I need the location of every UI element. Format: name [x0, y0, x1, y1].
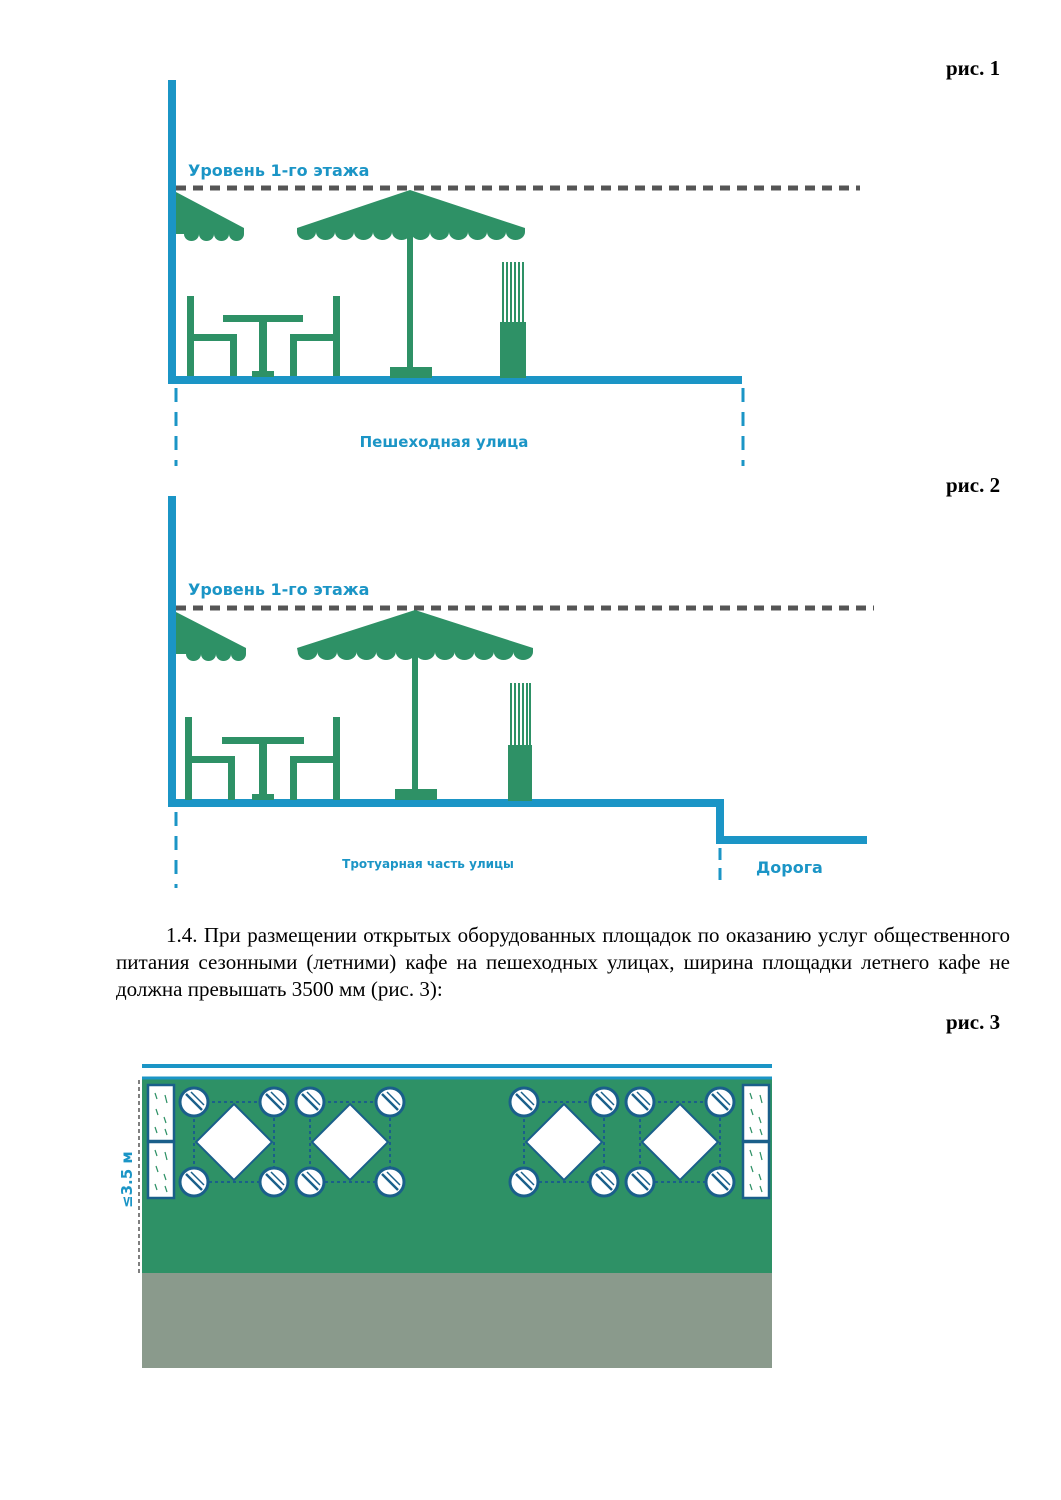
cafe-table-set [626, 1088, 734, 1196]
street-zone [142, 1273, 772, 1368]
sidewalk-label: Тротуарная часть улицы [342, 857, 514, 871]
sidewalk-and-road-line [168, 799, 867, 844]
first-floor-level-label: Уровень 1-го этажа [188, 161, 369, 180]
table-with-chairs [185, 717, 340, 800]
first-floor-level-label: Уровень 1-го этажа [188, 580, 369, 599]
figure-2-diagram: Уровень 1-го этажа Тротуарная часть улиц… [168, 496, 874, 888]
umbrella [297, 610, 533, 800]
plant-box [741, 1140, 771, 1200]
plant-box [146, 1083, 176, 1143]
planter [508, 683, 532, 801]
plant-box [146, 1140, 176, 1200]
figure-3-label: рис. 3 [946, 1010, 1001, 1034]
cafe-table-set [510, 1088, 618, 1196]
paragraph-text: 1.4. При размещении открытых оборудованн… [116, 923, 1010, 1001]
umbrella [297, 190, 525, 378]
wall-awning [176, 612, 246, 661]
pedestrian-street-label: Пешеходная улица [360, 433, 529, 451]
cafe-zone [142, 1078, 772, 1273]
wall-awning [176, 192, 244, 242]
paragraph-1-4: 1.4. При размещении открытых оборудованн… [116, 922, 1010, 1003]
figure-1-label: рис. 1 [946, 56, 1001, 80]
plant-box [741, 1083, 771, 1143]
table-with-chairs [187, 296, 340, 377]
planter [500, 262, 526, 378]
cafe-table-set [296, 1088, 404, 1196]
width-dimension-label: ≤3.5 м [118, 1151, 136, 1208]
figure-1-diagram: Уровень 1-го этажа Пешеходная улица [168, 80, 860, 466]
cafe-table-set [180, 1088, 288, 1196]
figure-2-label: рис. 2 [946, 473, 1001, 497]
road-label: Дорога [756, 858, 823, 877]
